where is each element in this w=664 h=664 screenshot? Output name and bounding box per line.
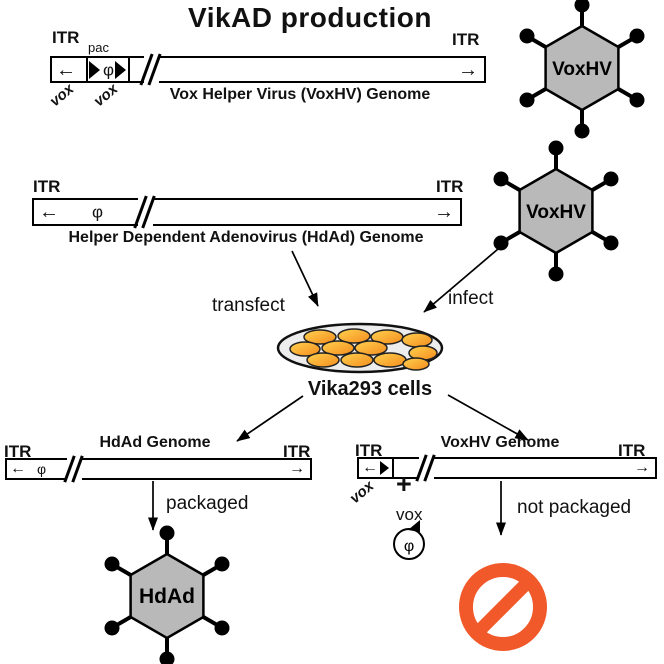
sequence-break-icon xyxy=(415,454,436,482)
diagram-title: VikAD production xyxy=(188,2,432,33)
sequence-break-icon xyxy=(63,455,84,483)
phi-symbol: φ xyxy=(92,202,104,222)
infect-arrow xyxy=(423,248,499,313)
hdad-virion-icon: HdAd xyxy=(104,525,230,664)
pac-phi-symbol: φ xyxy=(103,60,115,79)
mid-itr-left-label: ITR xyxy=(33,177,61,196)
plus-sign: + xyxy=(396,469,412,499)
mid-construct-caption: Helper Dependent Adenovirus (HdAd) Genom… xyxy=(68,229,424,246)
right-arrow-icon: → xyxy=(289,460,305,477)
br-construct-title: VoxHV Genome xyxy=(440,434,560,451)
vika293-cells-label: Vika293 cells xyxy=(307,378,433,400)
divider-line xyxy=(128,58,130,81)
virion-label: HdAd xyxy=(139,585,195,608)
vox-site-triangle-icon xyxy=(408,520,420,532)
left-arrow-icon: ← xyxy=(10,460,26,477)
divider-line xyxy=(86,58,88,81)
voxhv-virion-icon: VoxHV xyxy=(493,140,619,282)
hdad-genome-result-bar: ← φ → xyxy=(5,455,312,483)
voxhv-genome-bar: ← φ → xyxy=(50,53,486,86)
top-pac-label: pac xyxy=(88,40,109,55)
transfect-arrow xyxy=(291,250,319,307)
excised-vox-label: vox xyxy=(396,505,423,524)
vox-site-triangle-icon xyxy=(115,60,126,79)
virion-label: VoxHV xyxy=(552,59,612,80)
right-arrow-icon: → xyxy=(434,201,454,223)
left-arrow-icon: ← xyxy=(39,201,59,223)
not-packaged-label: not packaged xyxy=(517,497,632,518)
virion-capsid xyxy=(544,24,620,112)
sequence-break-icon xyxy=(133,195,156,229)
infect-label: infect xyxy=(448,288,494,309)
left-arrow-icon: ← xyxy=(56,58,76,81)
voxhv-virion-icon: VoxHV xyxy=(519,0,645,139)
bl-itr-left-label: ITR xyxy=(4,442,32,461)
divider-line xyxy=(392,459,394,477)
excised-pac-circle-icon: φ xyxy=(393,520,425,560)
vox-site-triangle-icon xyxy=(89,60,100,79)
voxhv-genome-result-bar: ← → xyxy=(357,454,657,482)
sequence-break-icon xyxy=(139,53,162,86)
cell-dish-icon xyxy=(276,322,444,374)
right-arrow-icon: → xyxy=(458,58,478,81)
vox-site-triangle-icon xyxy=(380,461,389,475)
right-arrow-icon: → xyxy=(634,459,650,476)
to-voxhv-genome-arrow xyxy=(447,394,529,441)
virion-label: VoxHV xyxy=(526,202,586,223)
excised-phi-symbol: φ xyxy=(404,538,414,555)
to-hdad-genome-arrow xyxy=(236,395,304,442)
br-itr-right-label: ITR xyxy=(618,441,646,460)
top-itr-right-label: ITR xyxy=(452,30,480,49)
mid-itr-right-label: ITR xyxy=(436,177,464,196)
br-itr-left-label: ITR xyxy=(355,441,383,460)
bl-itr-right-label: ITR xyxy=(283,442,311,461)
virion-capsid xyxy=(129,552,205,640)
transfect-label: transfect xyxy=(212,295,285,316)
bl-construct-title: HdAd Genome xyxy=(99,434,211,451)
top-itr-left-label: ITR xyxy=(52,28,80,47)
phi-symbol: φ xyxy=(37,461,47,477)
cells-group xyxy=(289,328,438,371)
left-arrow-icon: ← xyxy=(362,459,378,476)
packaged-label: packaged xyxy=(166,493,249,514)
virion-capsid xyxy=(518,167,594,255)
prohibited-icon xyxy=(459,563,547,651)
top-construct-caption: Vox Helper Virus (VoxHV) Genome xyxy=(169,86,431,103)
hdad-genome-bar: ← φ → xyxy=(32,195,462,229)
